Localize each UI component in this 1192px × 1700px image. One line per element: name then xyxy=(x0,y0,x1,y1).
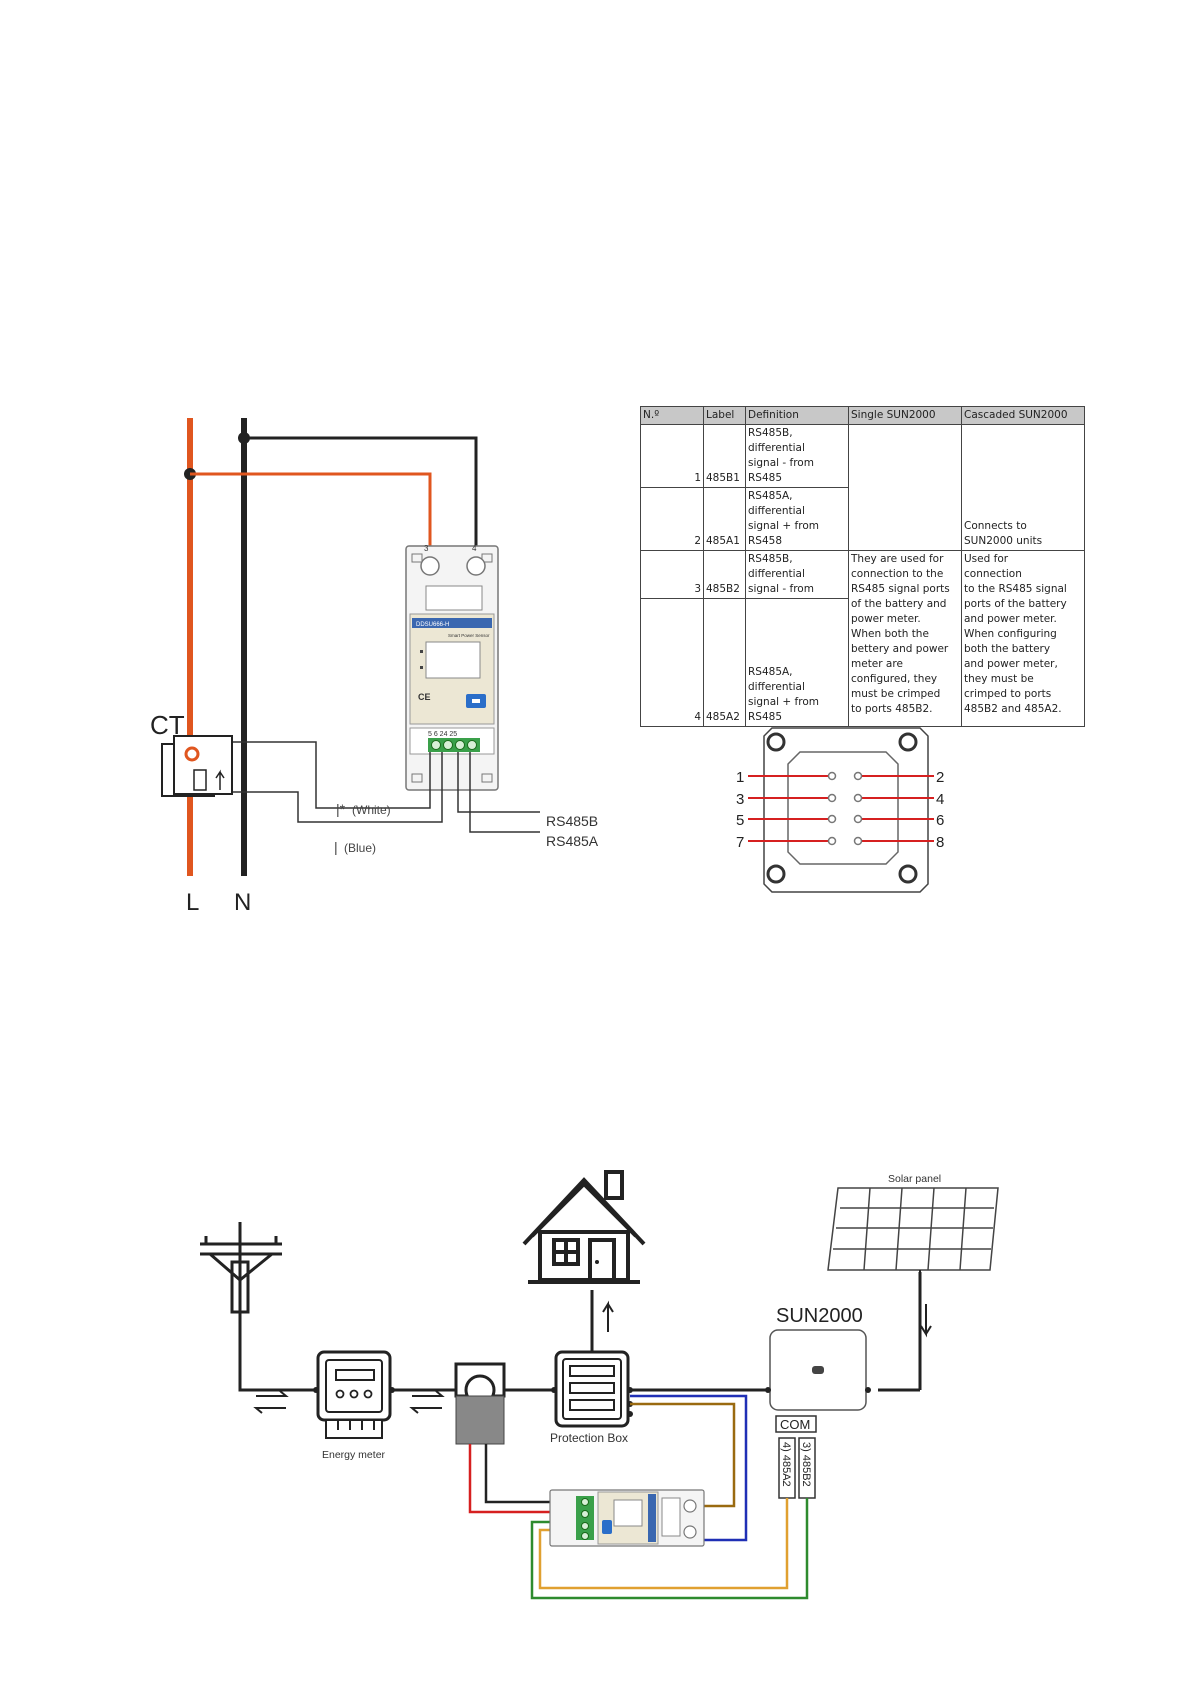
meter-bottom-terminals: 5 6 24 25 xyxy=(428,731,457,738)
table-row: 2 485A1 RS485A, differential signal + fr… xyxy=(640,487,1085,551)
rs485a-wire xyxy=(469,752,540,833)
wire-blue-label: (Blue) xyxy=(344,841,376,855)
cell-no: 3 xyxy=(640,550,704,599)
cell-definition: RS485B, differential signal - from xyxy=(745,550,849,599)
pin-label-8: 8 xyxy=(936,834,944,851)
table-row: 4 485A2 RS485A, differential signal + fr… xyxy=(640,598,1085,727)
table-header-row: N.º Label Definition Single SUN2000 Casc… xyxy=(640,406,1085,425)
cell-definition: RS485A, differential signal + from RS485 xyxy=(745,598,849,727)
ct-wire-blue xyxy=(230,752,443,823)
cell-no: 1 xyxy=(640,424,704,488)
pin-definition-table: N.º Label Definition Single SUN2000 Casc… xyxy=(640,406,1085,727)
pin-label-4: 4 xyxy=(936,791,944,808)
cell-single-empty xyxy=(848,424,962,551)
meter-subtitle: Smart Power Sensor xyxy=(448,633,490,638)
rs485b-label: RS485B xyxy=(546,813,598,829)
cell-label: 485A1 xyxy=(703,487,746,551)
current-transformer xyxy=(161,735,233,797)
cell-single-note: They are used for connection to the RS48… xyxy=(848,550,962,727)
header-label: Label xyxy=(703,406,746,425)
cell-cascaded-bottom: Used for connection to the RS485 signal … xyxy=(961,550,1085,727)
cell-no: 4 xyxy=(640,598,704,727)
label-l: L xyxy=(186,889,199,916)
cell-label: 485A2 xyxy=(703,598,746,727)
ct-label: CT xyxy=(150,710,185,740)
pin-label-6: 6 xyxy=(936,812,944,829)
com-connector-pinout xyxy=(748,727,934,893)
pin-label-1: 1 xyxy=(736,769,744,786)
rs485a-label: RS485A xyxy=(546,833,599,849)
label-n: N xyxy=(234,889,251,916)
header-no: N.º xyxy=(640,406,704,425)
smart-power-sensor: DDSU666-H Smart Power Sensor CE 5 6 24 2… xyxy=(405,545,499,791)
cell-cascaded-top: Connects to SUN2000 units xyxy=(961,424,1085,551)
wire-to-terminal-4 xyxy=(244,436,478,556)
ct-wire-white xyxy=(230,741,431,809)
table-row: 1 485B1 RS485B, differential signal - fr… xyxy=(640,424,1085,551)
wire-white-label: (White) xyxy=(352,803,391,817)
wire-blue-mark: | xyxy=(334,839,338,855)
terminal-3-label: 3 xyxy=(424,544,429,553)
svg-text:CE: CE xyxy=(418,692,431,702)
terminal-4-label: 4 xyxy=(472,544,477,553)
pin-label-2: 2 xyxy=(936,769,944,786)
cell-definition: RS485A, differential signal + from RS458 xyxy=(745,487,849,551)
pin-label-5: 5 xyxy=(736,812,744,829)
header-definition: Definition xyxy=(745,406,849,425)
cell-definition: RS485B, differential signal - from RS485 xyxy=(745,424,849,488)
pin-label-7: 7 xyxy=(736,834,744,851)
rs485b-wire xyxy=(457,752,540,813)
wire-white-mark: |* xyxy=(336,801,346,817)
cell-label: 485B1 xyxy=(703,424,746,488)
pin-label-3: 3 xyxy=(736,791,744,808)
header-single: Single SUN2000 xyxy=(848,406,962,425)
meter-model: DDSU666-H xyxy=(416,622,449,628)
cell-no: 2 xyxy=(640,487,704,551)
table-row: 3 485B2 RS485B, differential signal - fr… xyxy=(640,550,1085,727)
header-cascaded: Cascaded SUN2000 xyxy=(961,406,1085,425)
cell-label: 485B2 xyxy=(703,550,746,599)
wire-to-terminal-3 xyxy=(190,472,432,556)
